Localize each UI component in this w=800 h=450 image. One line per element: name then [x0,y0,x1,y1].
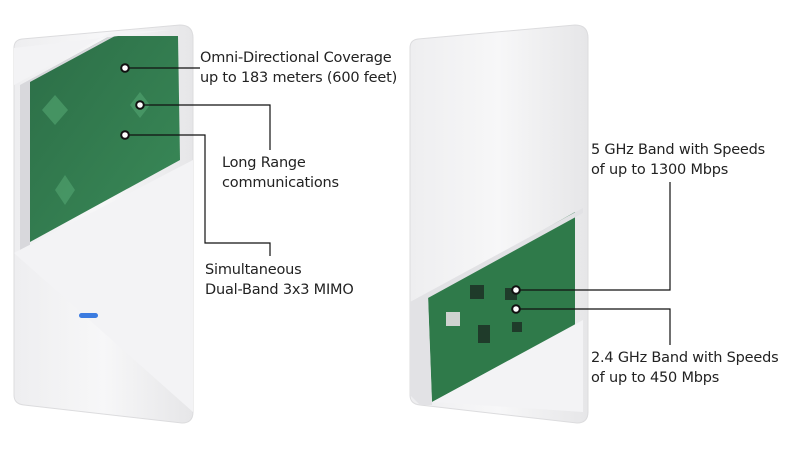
callout-line2: of up to 450 Mbps [591,370,720,386]
led-indicator [79,313,98,318]
callout-line1: Simultaneous [205,262,302,278]
callout-line1: Long Range [222,155,306,171]
right-pcb [428,212,575,402]
callout-mimo: Simultaneous Dual-Band 3x3 MIMO [205,260,354,300]
callout-line2: up to 183 meters (600 feet) [200,70,398,86]
right-access-point [409,24,589,424]
left-access-point [13,24,194,424]
callout-line2: of up to 1300 Mbps [591,162,729,178]
callout-omni-coverage: Omni-Directional Coverage up to 183 mete… [200,48,397,88]
callout-line1: 5 GHz Band with Speeds [591,142,766,158]
callout-lines [125,67,671,345]
callout-line1: 2.4 GHz Band with Speeds [591,350,779,366]
callout-line2: communications [222,175,339,191]
callout-line2: Dual-Band 3x3 MIMO [205,282,354,298]
callout-long-range: Long Range communications [222,153,339,193]
callout-dots [120,63,521,314]
callout-2-4ghz: 2.4 GHz Band with Speeds of up to 450 Mb… [591,348,779,388]
callout-line1: Omni-Directional Coverage [200,50,392,66]
callout-5ghz: 5 GHz Band with Speeds of up to 1300 Mbp… [591,140,765,180]
